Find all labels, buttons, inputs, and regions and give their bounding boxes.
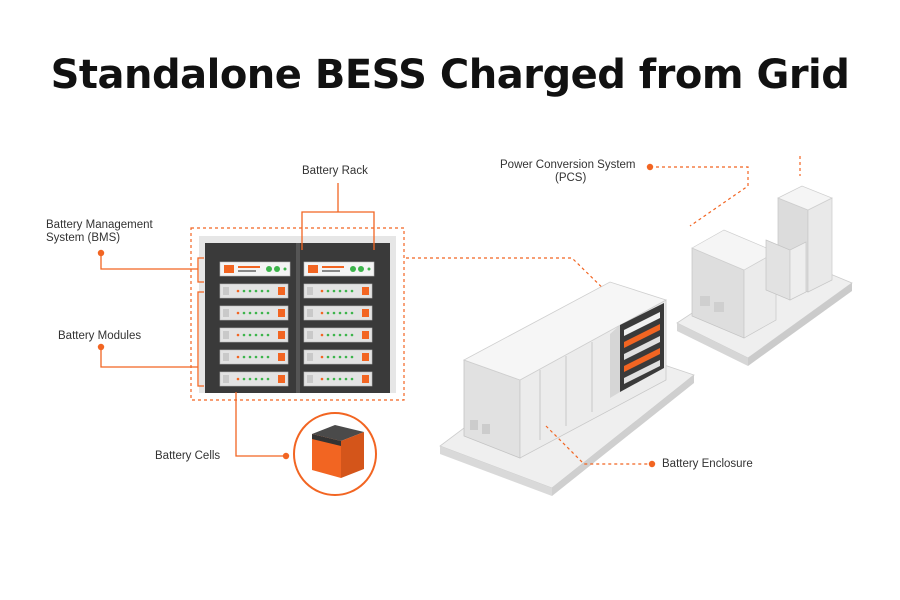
label-battery-rack: Battery Rack [302,165,368,177]
label-battery-modules: Battery Modules [58,330,142,342]
battery-module [219,283,289,299]
label-pcs-line2: (PCS) [555,172,587,184]
battery-module [303,371,373,387]
bms-bracket [197,257,204,283]
battery-enclosure-illustration [439,281,695,496]
modules-callout-line [100,347,198,368]
battery-module [219,327,289,343]
cells-callout-line [235,392,286,457]
page-title: Standalone BESS Charged from Grid [50,52,850,98]
battery-module [303,283,373,299]
battery-module [303,349,373,365]
battery-module [219,371,289,387]
bms-unit-right [303,261,375,277]
pcs-callout-line [650,166,749,227]
rack-bracket [301,211,375,250]
battery-module [219,349,289,365]
bms-unit-left [219,261,291,277]
rack-dashed-frame [190,227,405,401]
battery-cell-illustration [293,412,377,496]
battery-module [303,305,373,321]
modules-bracket [197,291,204,387]
label-pcs-line1: Power Conversion System [500,159,636,171]
label-bms-line1: Battery Management [46,219,153,231]
battery-rack-illustration [190,227,405,401]
label-bms-line2: System (BMS) [46,232,121,244]
label-battery-cells: Battery Cells [155,450,221,462]
battery-module [219,305,289,321]
label-battery-enclosure: Battery Enclosure [662,458,753,470]
callout-lines [100,183,375,457]
pcs-illustration [676,185,853,366]
bms-callout-line [100,253,198,270]
battery-module [303,327,373,343]
